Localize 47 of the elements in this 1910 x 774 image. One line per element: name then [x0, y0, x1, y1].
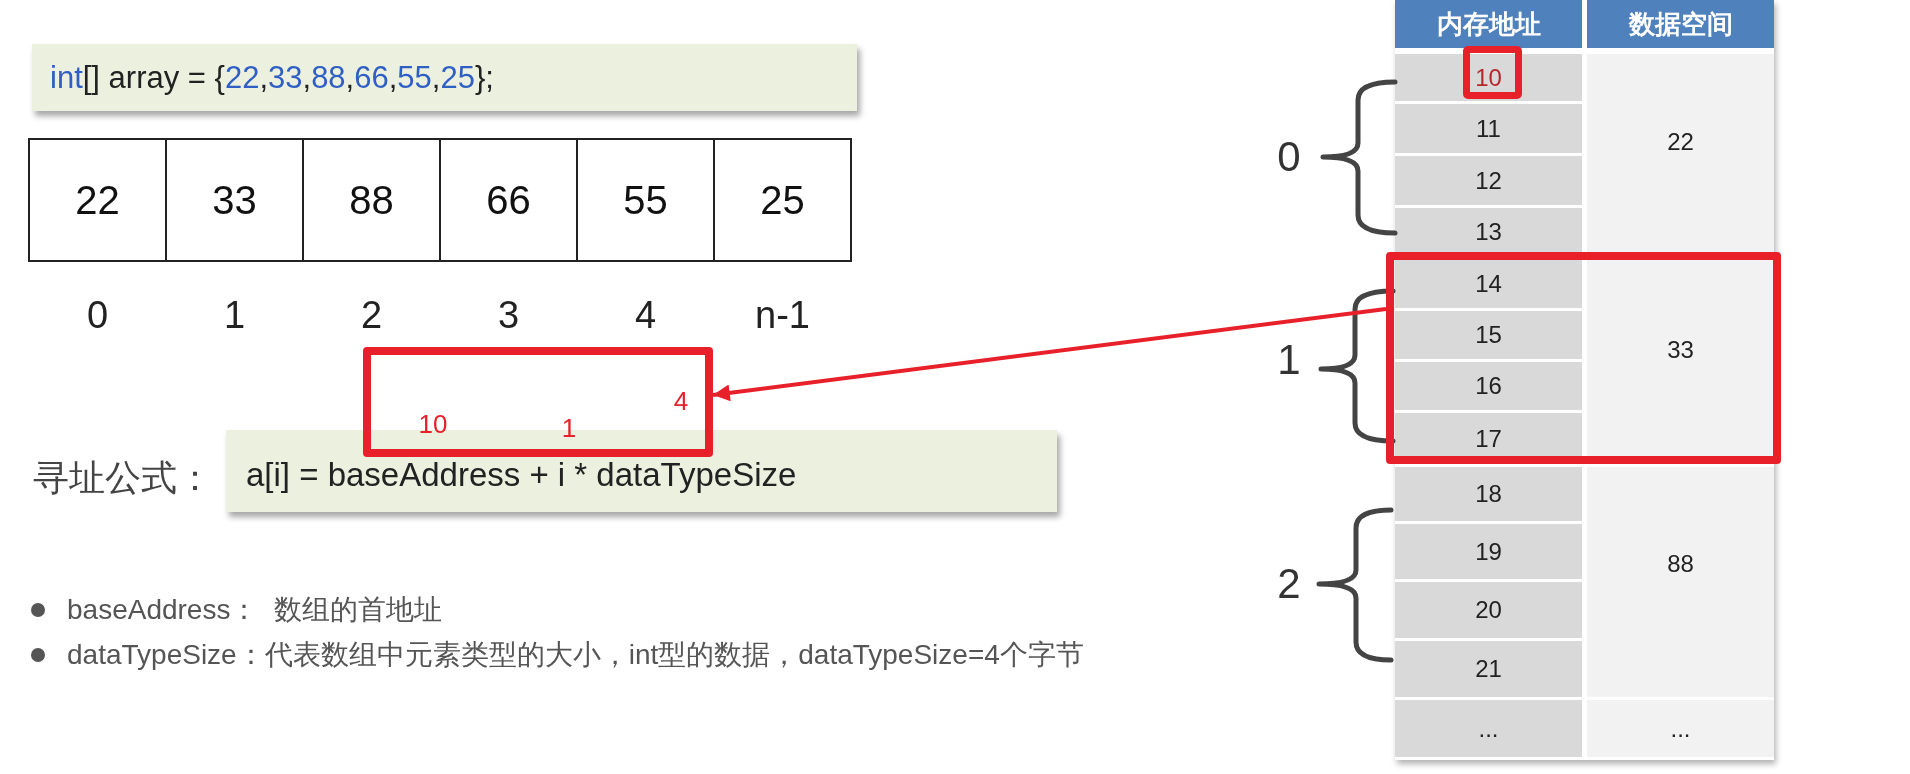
cell-value: 66 — [486, 177, 531, 223]
address-cell: 14 — [1395, 259, 1582, 308]
highlight-frame — [1386, 252, 1781, 464]
address-cell: 12 — [1395, 156, 1582, 205]
index-label: 2 — [360, 294, 383, 338]
array-cell — [576, 138, 715, 262]
arrow — [712, 307, 1387, 402]
code-text: int[] array = {22,33,88,66,55,25}; — [50, 59, 494, 96]
address-cell: 19 — [1395, 524, 1582, 579]
index-label: 2 — [1277, 559, 1301, 609]
data-cell: ... — [1587, 700, 1774, 757]
address-cell: 20 — [1395, 582, 1582, 638]
cell-value: 22 — [75, 177, 120, 223]
array-cell — [439, 138, 578, 262]
highlight-frame — [363, 347, 713, 457]
cell-value: 25 — [760, 177, 805, 223]
annotation-number: 4 — [673, 387, 689, 417]
array-cell — [165, 138, 304, 262]
header-cell: 内存地址 — [1395, 0, 1582, 48]
formula-text: a[i] = baseAddress + i * dataTypeSize — [246, 456, 797, 494]
address-cell: ... — [1395, 700, 1582, 757]
index-label: n-1 — [755, 294, 810, 338]
index-label: 4 — [634, 294, 657, 338]
address-cell: 21 — [1395, 641, 1582, 697]
array-cell — [302, 138, 441, 262]
index-label: 0 — [1277, 132, 1301, 182]
index-label: 0 — [86, 294, 109, 338]
code-box — [32, 44, 857, 111]
bullet-text: baseAddress： 数组的首地址 — [67, 593, 442, 627]
array-cell — [28, 138, 167, 262]
array-cell — [713, 138, 852, 262]
data-cell: 88 — [1587, 467, 1774, 697]
cell-value: 33 — [212, 177, 257, 223]
annotation-number: 10 — [418, 410, 448, 440]
address-cell: 15 — [1395, 311, 1582, 359]
header-cell: 数据空间 — [1587, 0, 1774, 48]
cell-value: 88 — [349, 177, 394, 223]
bullet-text: dataTypeSize：代表数组中元素类型的大小，int型的数据，dataTypeSize=4个字节 — [67, 638, 1084, 672]
index-label: 3 — [497, 294, 520, 338]
index-label: 1 — [223, 294, 246, 338]
index-label: 1 — [1277, 335, 1301, 385]
address-cell: 11 — [1395, 104, 1582, 153]
cell-value: 55 — [623, 177, 668, 223]
annotation-number: 1 — [561, 414, 577, 444]
address-cell: 18 — [1395, 467, 1582, 521]
formula-label: 寻址公式： — [33, 456, 213, 500]
address-cell: 16 — [1395, 362, 1582, 410]
